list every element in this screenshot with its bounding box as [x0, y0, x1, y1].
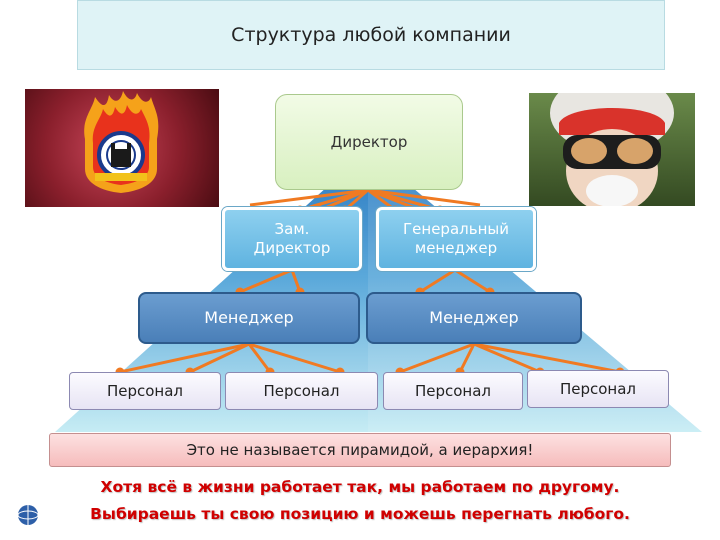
staff-box-3: Персонал — [383, 372, 523, 410]
footer-line-2: Выбираешь ты свою позицию и можешь перег… — [90, 505, 630, 523]
slide-title: Структура любой компании — [77, 0, 665, 70]
staff-label: Персонал — [106, 381, 184, 400]
firefighter-photo — [529, 93, 695, 206]
firefighter-icon — [550, 93, 674, 206]
footer-line-1: Хотя всё в жизни работает так, мы работа… — [100, 478, 620, 496]
manager-label: Менеджер — [429, 308, 519, 327]
deputy-label-line1: Зам. — [274, 220, 310, 239]
fire-emblem-icon — [84, 91, 159, 193]
staff-box-4: Персонал — [527, 370, 669, 408]
slide-title-text: Структура любой компании — [231, 24, 511, 46]
staff-label: Персонал — [263, 381, 340, 400]
deputy-label-line2: Директор — [253, 239, 331, 257]
director-box: Директор — [275, 94, 463, 190]
general-manager-box: Генеральный менеджер — [376, 207, 536, 271]
deputy-director-box: Зам. Директор — [222, 207, 362, 271]
manager-label: Менеджер — [204, 308, 294, 327]
fire-emblem-image — [25, 89, 219, 207]
director-label: Директор — [330, 132, 408, 151]
hierarchy-banner-text: Это не называется пирамидой, а иерархия! — [186, 440, 534, 459]
globe-logo-icon — [17, 505, 39, 525]
staff-box-1: Персонал — [69, 372, 221, 410]
pyramid-shape — [55, 150, 702, 432]
staff-label: Персонал — [414, 381, 492, 400]
staff-label: Персонал — [559, 379, 637, 398]
hierarchy-banner: Это не называется пирамидой, а иерархия! — [49, 433, 671, 467]
general-manager-label-line2: менеджер — [414, 239, 498, 257]
manager-box-left: Менеджер — [138, 292, 360, 344]
manager-box-right: Менеджер — [366, 292, 582, 344]
staff-box-2: Персонал — [225, 372, 378, 410]
general-manager-label-line1: Генеральный — [403, 220, 509, 239]
